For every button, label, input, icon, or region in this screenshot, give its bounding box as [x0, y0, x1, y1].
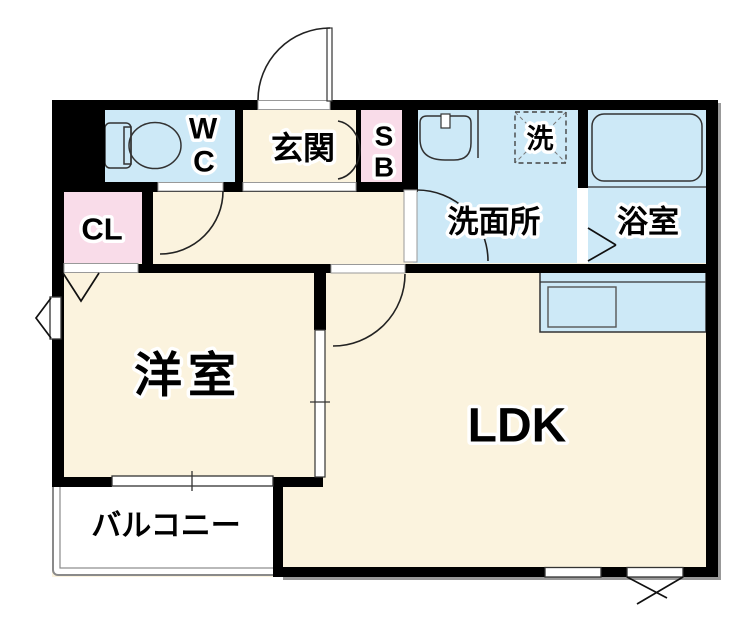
shoebox-door-swing-lower [337, 149, 361, 180]
ldk-window-1 [544, 566, 602, 578]
closet-floor [62, 190, 142, 263]
shoebox-floor [359, 108, 405, 182]
closet-label: CL [81, 212, 122, 247]
bottom-shadow [283, 577, 721, 580]
bathroom-folding-door [587, 227, 617, 262]
ldk-door-swing [332, 273, 406, 347]
wc-label-line2: C [193, 146, 215, 179]
shoebox-label-line2: B [374, 152, 394, 183]
left-window [49, 296, 62, 340]
bathroom-label: 浴室 [617, 205, 679, 240]
right-shadow [718, 103, 721, 577]
ldk-label: LDK [468, 400, 567, 453]
wc-label-line1: W [189, 113, 218, 146]
ldk-door [330, 264, 406, 274]
left-window-swing [34, 297, 52, 339]
wc-door [157, 182, 224, 192]
bathroom-door-opening [577, 188, 588, 263]
washroom-label: 洗面所 [448, 205, 541, 240]
washroom-floor [413, 108, 578, 263]
kitchen-counter-icon [539, 271, 707, 333]
entrance-label: 玄関 [271, 130, 335, 166]
washing-machine-icon [514, 111, 567, 164]
ldk-window-2 [626, 566, 684, 578]
entrance-opening [257, 100, 331, 110]
sliding-door [314, 329, 326, 478]
entrance-hall-opening [242, 182, 357, 192]
washer-label: 洗 [527, 124, 554, 154]
entrance-door-leaf [326, 27, 333, 102]
ldk-window-swing [626, 576, 684, 605]
bathroom-floor [586, 108, 706, 263]
shoebox-label-line1: S [375, 121, 394, 152]
closet-bifold-symbol [62, 272, 100, 303]
western-room-label: 洋室 [134, 350, 242, 403]
washroom-door-swing [416, 189, 489, 262]
bathtub-icon [591, 113, 703, 182]
wc-door-swing [159, 190, 224, 255]
shoebox-door-swing-upper [337, 120, 361, 151]
entrance-door-swing [257, 27, 331, 101]
washroom-door [403, 189, 418, 263]
sink-icon [419, 110, 479, 161]
balcony-label: バルコニー [91, 510, 240, 543]
closet-door [63, 263, 139, 273]
